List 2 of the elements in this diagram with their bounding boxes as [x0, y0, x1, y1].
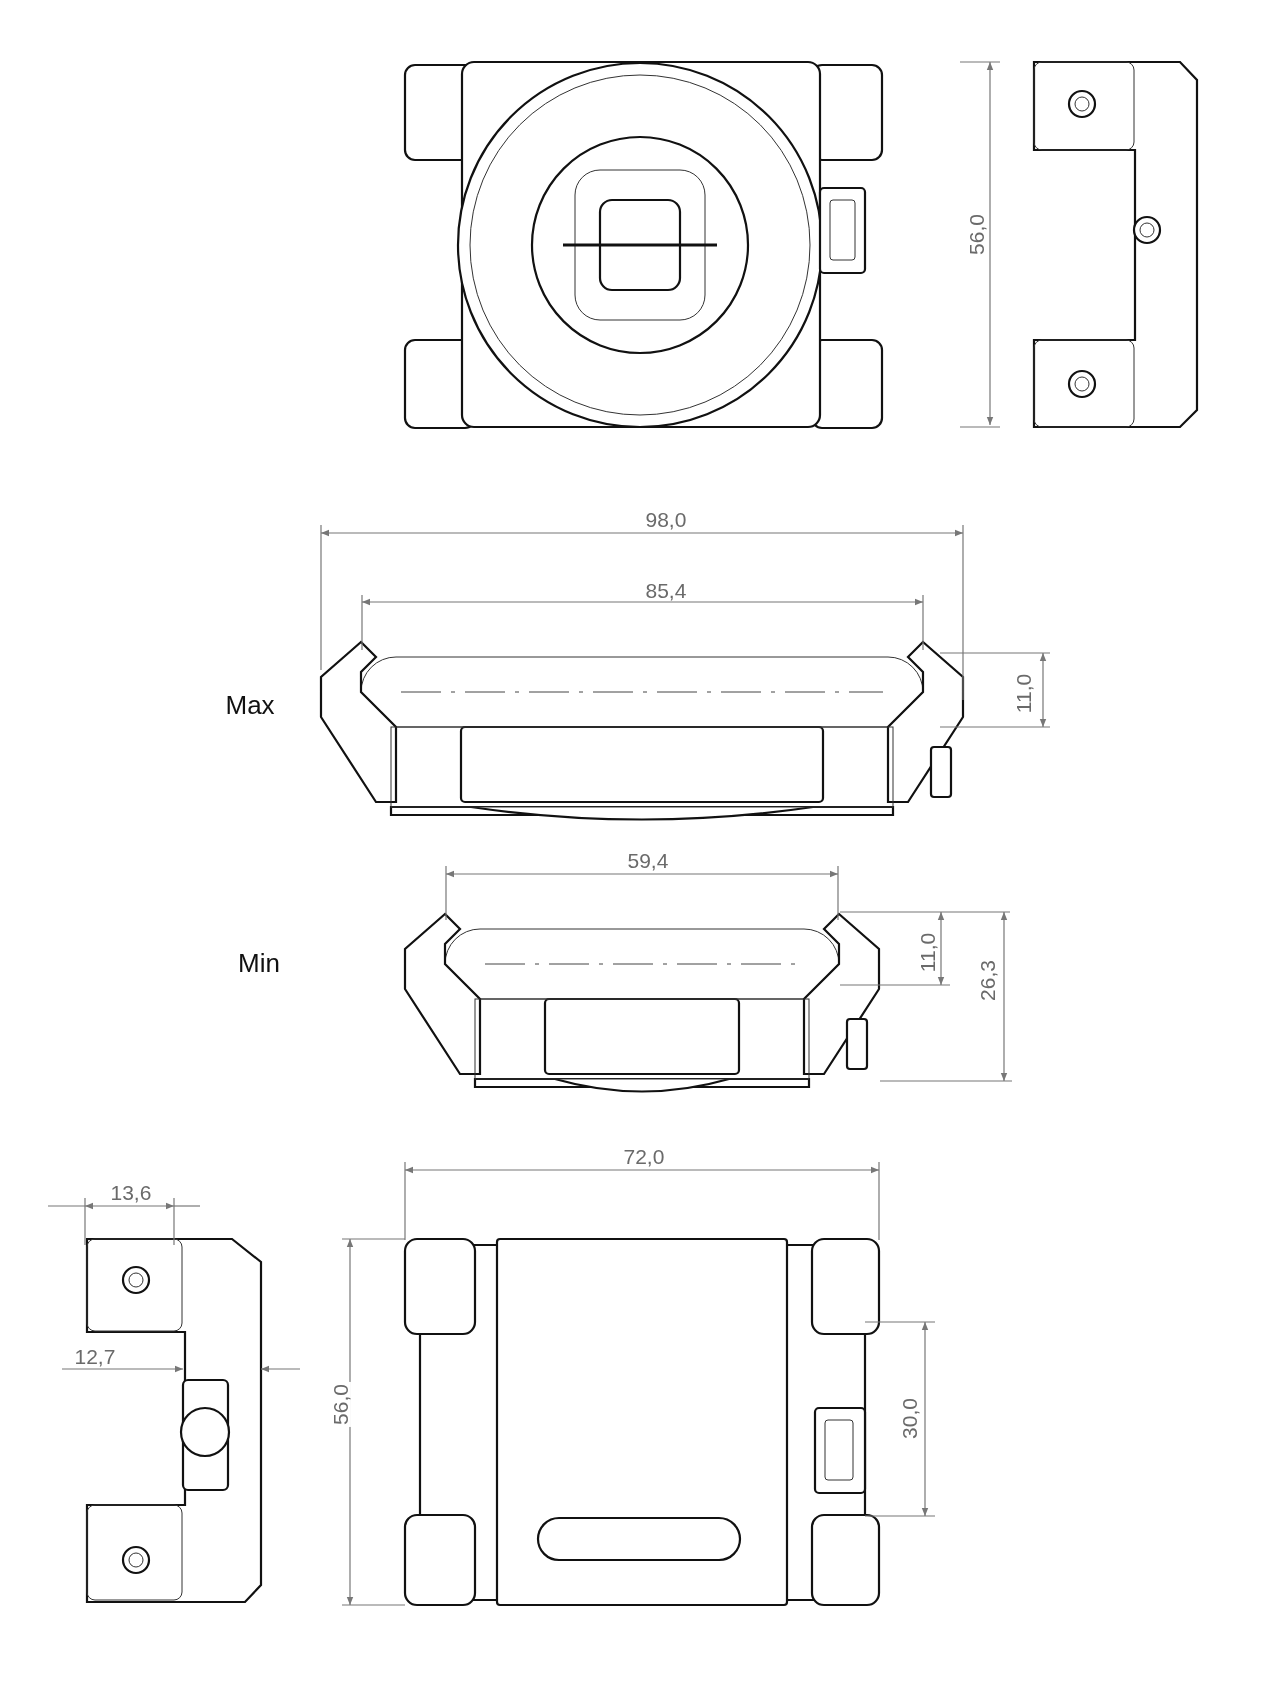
view-label: Min [237, 950, 281, 976]
view-label: Max [224, 692, 276, 718]
